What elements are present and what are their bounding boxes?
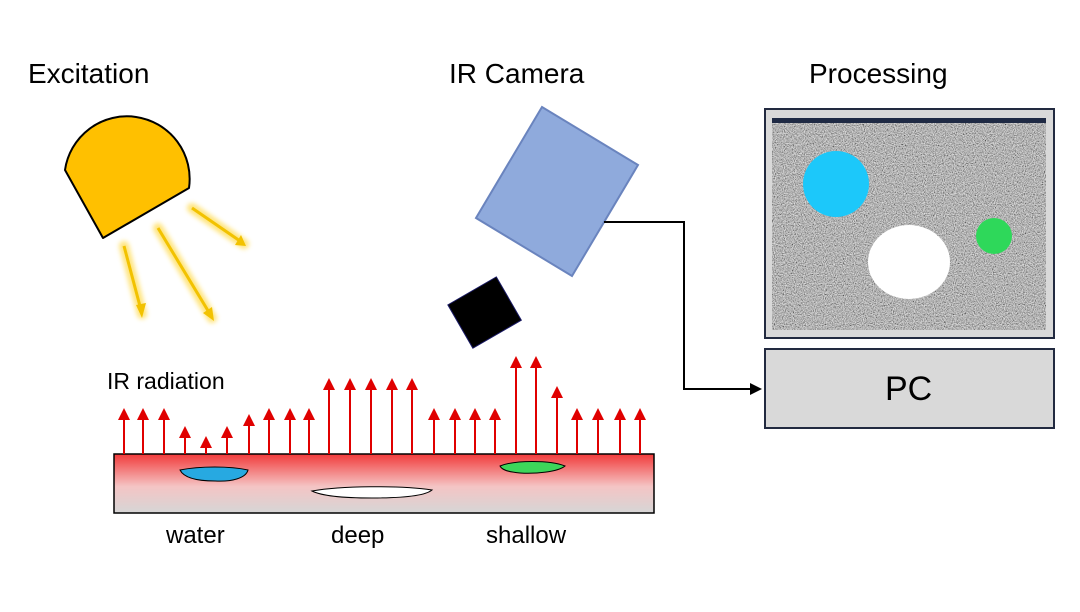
ir-radiation-arrowhead (137, 408, 149, 420)
ir-radiation-arrowhead (243, 414, 255, 426)
ir-radiation-arrowhead (323, 378, 335, 390)
ir-radiation-arrowhead (263, 408, 275, 420)
ir-radiation-arrowhead (489, 408, 501, 420)
ir-radiation-arrowhead (284, 408, 296, 420)
ir-radiation-arrowhead (200, 436, 212, 448)
monitor (764, 108, 1055, 339)
defect-water (179, 466, 249, 482)
light-ray (122, 245, 143, 311)
ir-radiation-arrowhead (634, 408, 646, 420)
ir-radiation-arrowhead (158, 408, 170, 420)
pc-box (764, 348, 1055, 429)
light-rays (119, 203, 249, 323)
ir-radiation-arrowhead (221, 426, 233, 438)
processing-heading: Processing (809, 58, 948, 89)
ir-radiation-arrowhead (303, 408, 315, 420)
ir-radiation-arrowhead (614, 408, 626, 420)
defect-deep (310, 486, 434, 499)
lamp-icon (64, 115, 191, 239)
ir-radiation-arrows (118, 356, 646, 454)
ir-radiation-arrowhead (179, 426, 191, 438)
ir-radiation-arrowhead (571, 408, 583, 420)
ir-radiation-arrowhead (386, 378, 398, 390)
pc-label: PC (885, 370, 933, 408)
ir-radiation-arrowhead (406, 378, 418, 390)
ir-radiation-arrowhead (365, 378, 377, 390)
defect-label-shallow: shallow (486, 522, 567, 549)
ir-radiation-arrowhead (118, 408, 130, 420)
excitation-heading: Excitation (28, 58, 150, 89)
defect-label-water: water (166, 522, 225, 549)
ir-radiation-arrowhead (592, 408, 604, 420)
ir-radiation-arrowhead (530, 356, 542, 368)
thermogram-spot-green (976, 218, 1012, 254)
defect-shallow (499, 461, 566, 474)
thermogram-spot-white (868, 225, 950, 299)
thermogram-spot-blue (803, 151, 869, 217)
defect-label-deep: deep (331, 522, 385, 549)
ir-radiation-arrowhead (449, 408, 461, 420)
specimen (113, 453, 655, 514)
ir-radiation-arrowhead (469, 408, 481, 420)
ir-camera-icon (447, 105, 640, 349)
ir-radiation-arrowhead (551, 386, 563, 398)
ir-camera-heading: IR Camera (449, 58, 585, 89)
ir-radiation-arrowhead (344, 378, 356, 390)
camera-to-pc-connector (604, 221, 762, 395)
light-ray (156, 227, 212, 315)
ir-radiation-label: IR radiation (107, 368, 225, 394)
ir-radiation-arrowhead (428, 408, 440, 420)
ir-radiation-arrowhead (510, 356, 522, 368)
light-ray (191, 206, 241, 243)
